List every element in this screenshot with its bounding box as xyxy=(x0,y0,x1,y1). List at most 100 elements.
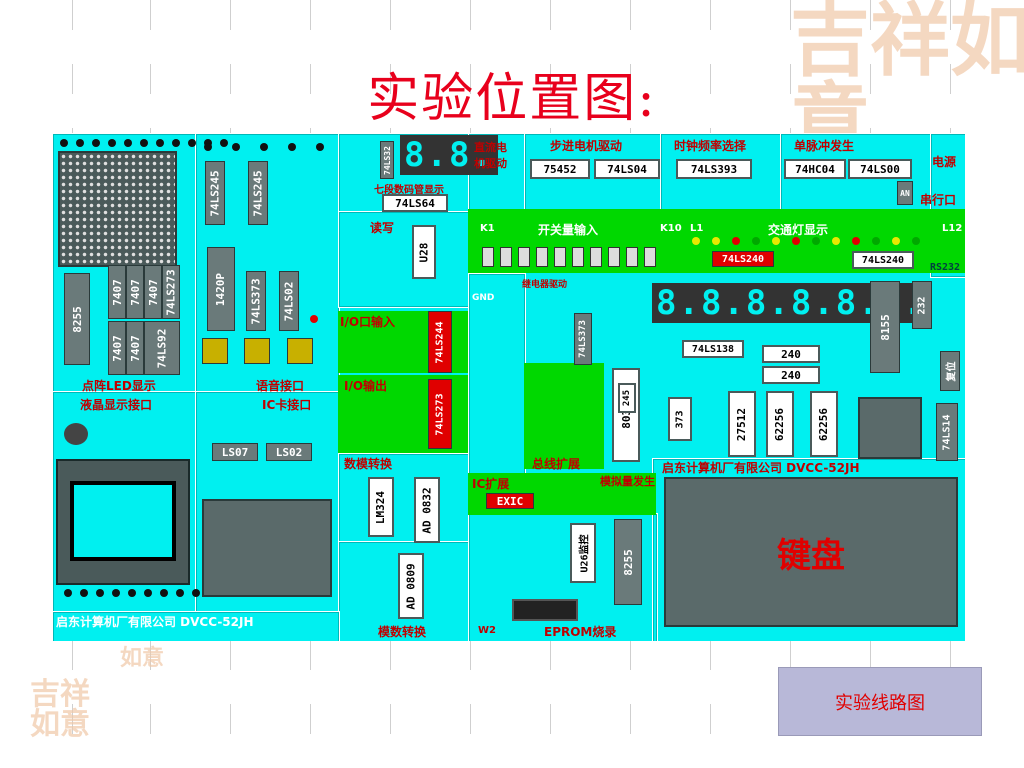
chip-exic: EXIC xyxy=(486,493,534,509)
chip-62256-a: 62256 xyxy=(766,391,794,457)
chip-74ls02: 74LS02 xyxy=(279,271,299,331)
label-lcd: 液晶显示接口 xyxy=(80,398,153,412)
label-ic-card: IC卡接口 xyxy=(262,398,312,412)
chip-240-b: 240 xyxy=(762,366,820,384)
chip-8255-a: 8255 xyxy=(64,273,90,365)
voice-led xyxy=(310,315,318,323)
chip-245: 245 xyxy=(618,383,636,413)
chip-74ls244: 74LS244 xyxy=(428,311,452,373)
chip-7407-e: 7407 xyxy=(126,321,144,375)
chip-ad0809: AD 0809 xyxy=(398,553,424,619)
label-io-output: I/O输出 xyxy=(344,379,388,393)
seven-seg-small: 8.8. xyxy=(400,135,498,175)
dot-matrix-header-dots xyxy=(60,139,228,147)
chip-74ls64: 74LS64 xyxy=(382,194,448,212)
chip-ad0832: AD 0832 xyxy=(414,477,440,543)
chip-7407-a: 7407 xyxy=(108,265,126,319)
label-power: 电源 xyxy=(932,155,957,169)
voice-top-dots xyxy=(204,143,324,151)
voice-jack-2 xyxy=(244,338,270,364)
chip-74ls245-b: 74LS245 xyxy=(248,161,268,225)
chip-u28: U28 xyxy=(412,225,436,279)
chip-74ls00: 74LS00 xyxy=(848,159,912,179)
label-eprom: EPROM烧录 xyxy=(544,625,617,639)
label-l12: L12 xyxy=(942,223,963,234)
chip-74ls14: 74LS14 xyxy=(936,403,958,461)
voice-jack-3 xyxy=(287,338,313,364)
circuit-diagram-button[interactable]: 实验线路图 xyxy=(778,667,982,736)
chip-74ls32: 74LS32 xyxy=(380,141,394,179)
lcd-knob xyxy=(64,423,88,445)
chip-74ls273-a: 74LS273 xyxy=(162,265,180,319)
chip-74ls04: 74LS04 xyxy=(594,159,660,179)
chip-27512: 27512 xyxy=(728,391,756,457)
chip-lm324: LM324 xyxy=(368,477,394,537)
dot-matrix-led xyxy=(58,151,177,267)
chip-74ls240-a: 74LS240 xyxy=(712,251,774,267)
label-dc-motor: 直流电机驱动 xyxy=(474,141,507,170)
label-gnd: GND xyxy=(472,293,495,303)
decorative-seal-small: 如意 xyxy=(120,645,165,671)
label-stepper: 步进电机驱动 xyxy=(550,139,623,153)
heatsink-block xyxy=(858,397,922,459)
decorative-seal-left: 吉祥如意 xyxy=(30,677,90,742)
label-traffic: 交通灯显示 xyxy=(768,223,829,237)
chip-ls07: LS07 xyxy=(212,443,258,461)
chip-74ls373-b: 74LS373 xyxy=(574,313,592,365)
chip-u26: U26监控 xyxy=(570,523,596,583)
keyboard-label: 键盘 xyxy=(777,535,845,576)
label-single-pulse: 单脉冲发生 xyxy=(794,139,855,153)
chip-74ls245-a: 74LS245 xyxy=(205,161,225,225)
page-title: 实验位置图: xyxy=(367,69,657,129)
bus-expansion-panel xyxy=(524,363,604,469)
chip-an: AN xyxy=(897,181,913,205)
lcd-bottom-dots xyxy=(64,589,200,597)
label-relay: 继电器驱动 xyxy=(522,280,568,290)
chip-232: 232 xyxy=(912,281,932,329)
chip-75452: 75452 xyxy=(530,159,590,179)
label-bus: 总线扩展 xyxy=(532,457,581,471)
keyboard-area[interactable]: 键盘 xyxy=(664,477,958,627)
label-read-write: 读写 xyxy=(370,221,395,235)
label-voice: 语音接口 xyxy=(256,379,305,393)
chip-7407-c: 7407 xyxy=(144,265,162,319)
chip-ls02: LS02 xyxy=(266,443,312,461)
lcd-screen xyxy=(56,459,190,585)
chip-373: 373 xyxy=(668,397,692,441)
chip-74ls373-a: 74LS373 xyxy=(246,271,266,331)
chip-62256-b: 62256 xyxy=(810,391,838,457)
chip-rs232: RS232 xyxy=(929,261,961,273)
voice-jack-1 xyxy=(202,338,228,364)
chip-74hc04: 74HC04 xyxy=(784,159,846,179)
chip-8255-b: 8255 xyxy=(614,519,642,605)
chip-74ls92: 74LS92 xyxy=(144,321,180,375)
chip-7407-d: 7407 xyxy=(108,321,126,375)
label-seven-seg: 七段数码管显示 xyxy=(374,185,444,196)
eprom-socket xyxy=(512,599,578,621)
label-company-right: 启东计算机厂有限公司 DVCC-52JH xyxy=(662,461,860,475)
chip-7407-b: 7407 xyxy=(126,265,144,319)
label-serial: 串行口 xyxy=(920,193,957,207)
reset-button[interactable]: 复位 xyxy=(940,351,960,391)
chip-240-a: 240 xyxy=(762,345,820,363)
label-switch-input: 开关量输入 xyxy=(538,223,599,237)
label-l1: L1 xyxy=(690,223,704,234)
chip-1420p: 1420P xyxy=(207,247,235,331)
chip-74ls138: 74LS138 xyxy=(682,340,744,358)
label-ic-ext: IC扩展 xyxy=(472,477,510,491)
label-analog: 模拟量发生 xyxy=(600,475,655,488)
label-company-left: 启东计算机厂有限公司 DVCC-52JH xyxy=(56,615,254,629)
label-da: 数模转换 xyxy=(344,457,393,471)
experiment-board: 8255 7407 7407 7407 74LS273 7407 7407 74… xyxy=(52,133,965,641)
label-w2: W2 xyxy=(478,625,496,636)
label-io-input: I/O口输入 xyxy=(340,315,396,329)
chip-8155: 8155 xyxy=(870,281,900,373)
label-k10: K10 xyxy=(660,223,682,234)
traffic-lights xyxy=(692,237,920,245)
label-clock: 时钟频率选择 xyxy=(674,139,747,153)
ic-card-slot xyxy=(202,499,332,597)
label-k1: K1 xyxy=(480,223,495,234)
chip-74ls393: 74LS393 xyxy=(676,159,752,179)
chip-74ls273-b: 74LS273 xyxy=(428,379,452,449)
chip-74ls240-b: 74LS240 xyxy=(852,251,914,269)
